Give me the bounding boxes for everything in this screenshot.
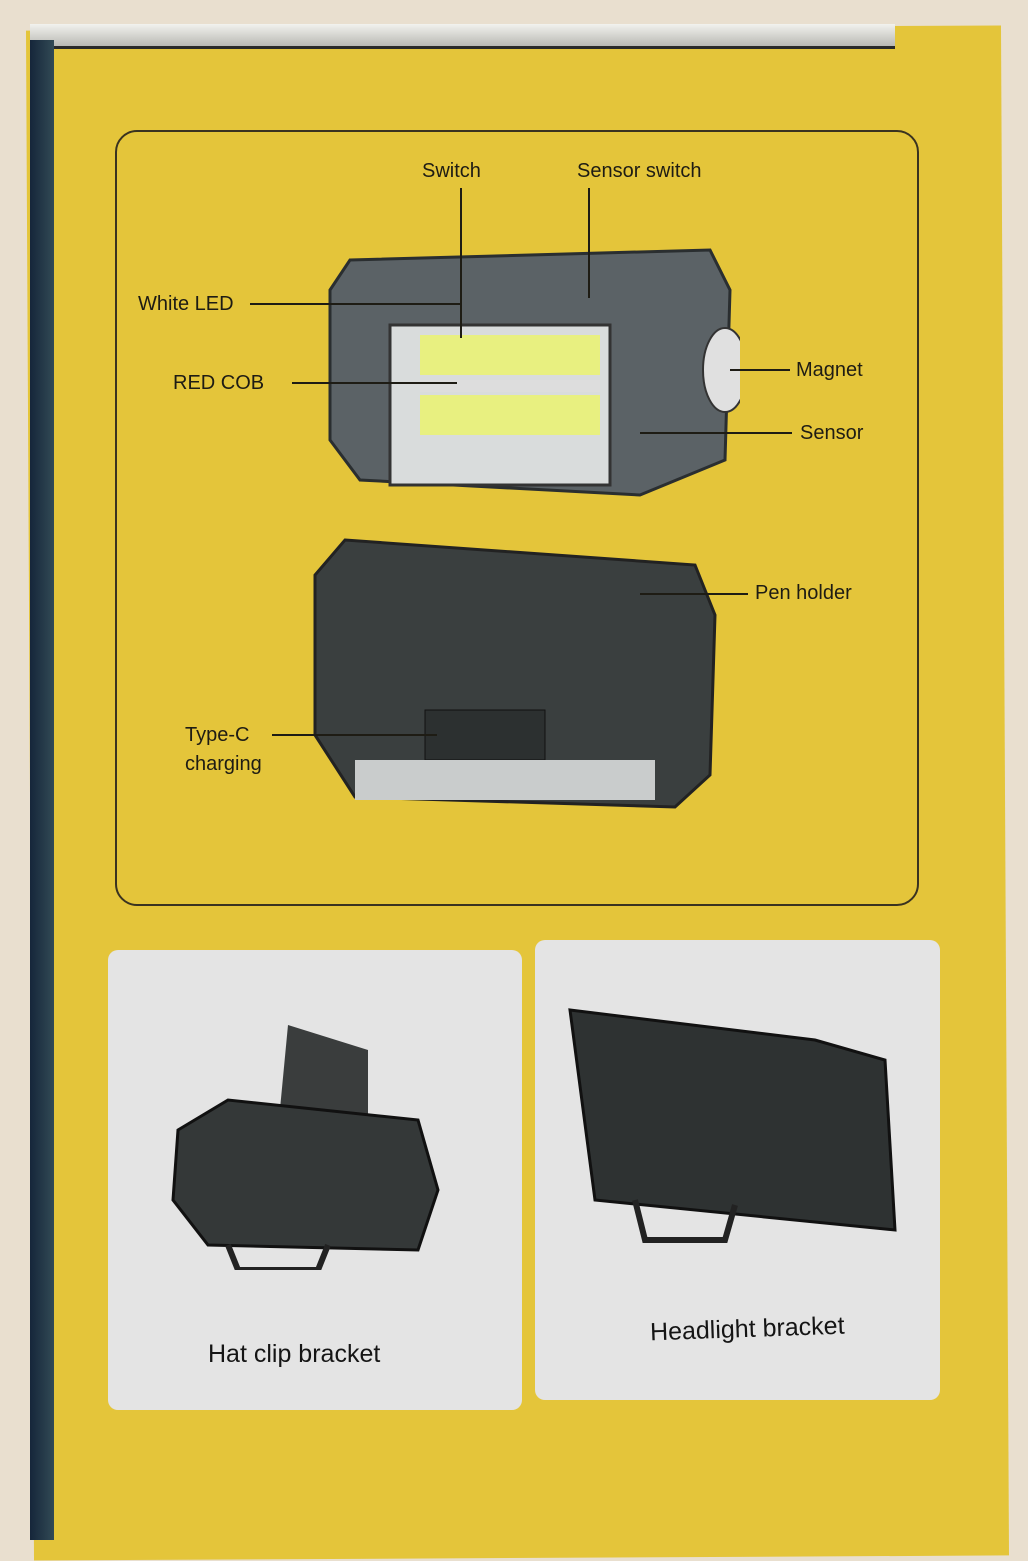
headlight-bracket-caption: Headlight bracket bbox=[649, 1311, 845, 1347]
hat-clip-caption: Hat clip bracket bbox=[208, 1340, 381, 1368]
label-switch: Switch bbox=[422, 160, 481, 182]
headlamp-back-illustration bbox=[313, 538, 717, 809]
headlamp-front-illustration bbox=[328, 248, 740, 497]
label-red-cob: RED COB bbox=[173, 372, 265, 394]
diagram-panel bbox=[115, 130, 919, 906]
headlight-bracket-card: Headlight bracket bbox=[535, 940, 940, 1400]
hat-clip-card: Hat clip bracket bbox=[108, 950, 522, 1410]
label-charging: charging bbox=[185, 753, 262, 775]
box-top-edge bbox=[30, 24, 895, 49]
box-side-edge bbox=[30, 40, 54, 1540]
label-white-led: White LED bbox=[138, 293, 234, 315]
label-magnet: Magnet bbox=[796, 359, 863, 381]
headlight-bracket-illustration bbox=[568, 1008, 897, 1243]
label-sensor-switch: Sensor switch bbox=[577, 160, 702, 182]
hat-clip-illustration bbox=[171, 1025, 440, 1270]
label-sensor: Sensor bbox=[800, 422, 864, 444]
label-type-c: Type-C bbox=[185, 724, 250, 746]
label-pen-holder: Pen holder bbox=[755, 582, 852, 604]
